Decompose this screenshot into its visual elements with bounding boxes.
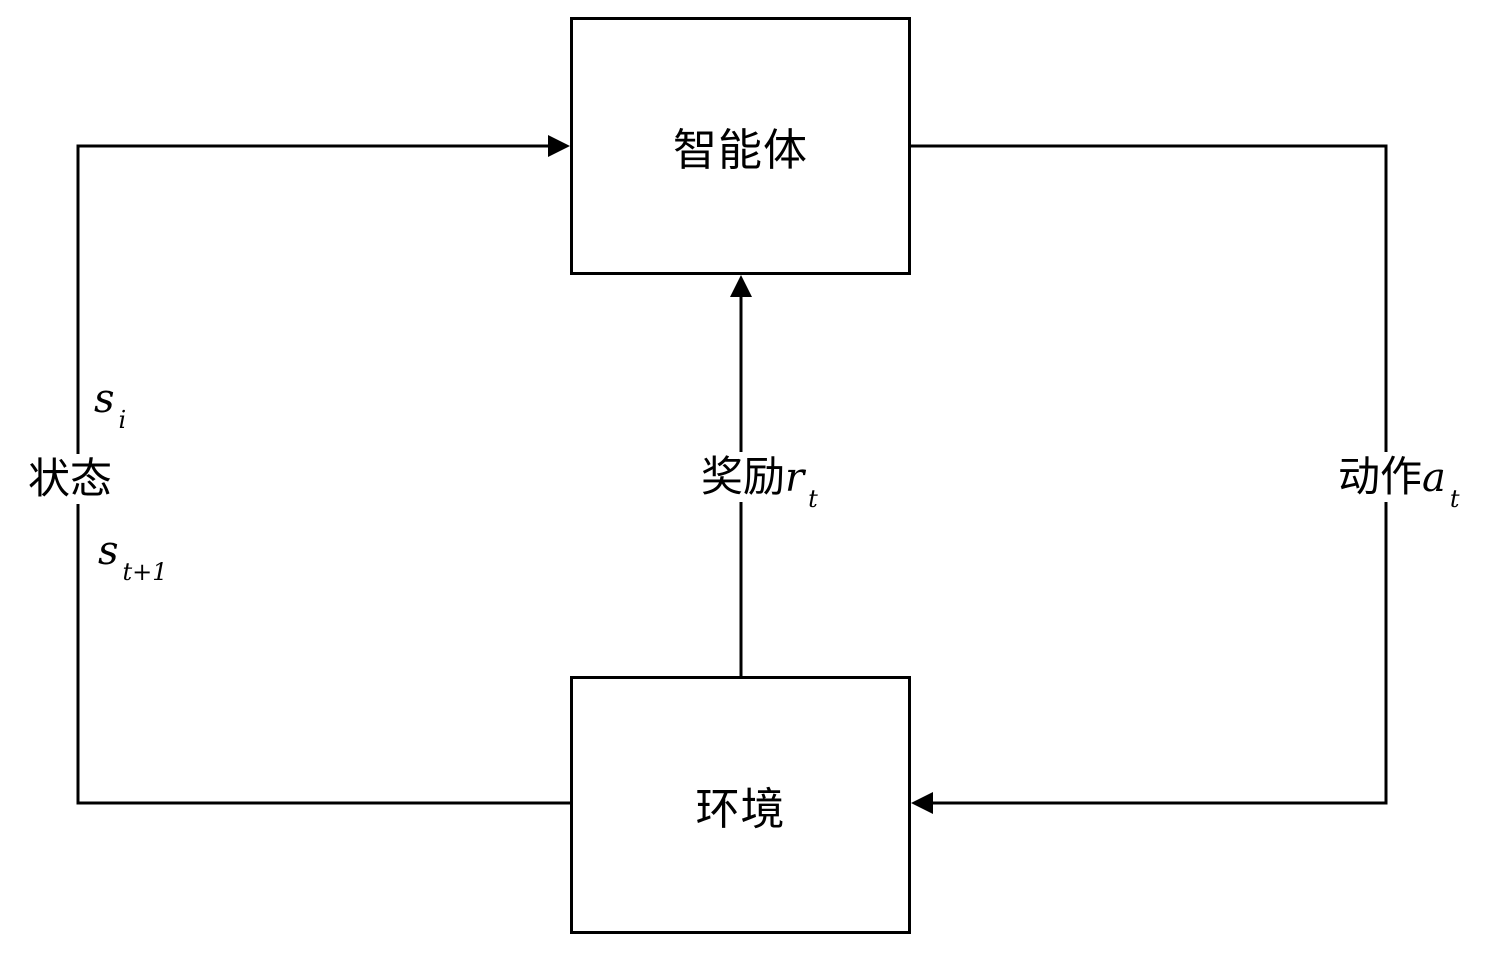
action-arrowhead — [911, 792, 933, 814]
state-next-letter: s — [98, 528, 119, 574]
action-subscript: t — [1449, 485, 1460, 513]
state-arrowhead — [548, 135, 570, 157]
reward-arrowhead — [730, 275, 752, 297]
action-label-text: 动作 — [1338, 452, 1423, 501]
reward-label-text: 奖励 — [701, 452, 786, 501]
action-connector — [911, 144, 1388, 805]
agent-node: 智能体 — [570, 17, 911, 275]
environment-label: 环境 — [695, 784, 786, 835]
state-connector — [76, 144, 570, 805]
state-edge-label: 状态 — [26, 454, 115, 504]
environment-node: 环境 — [570, 676, 911, 934]
state-next-subscript: t+1 — [122, 558, 168, 586]
state-label-text: 状态 — [28, 454, 113, 503]
state-current-subscript: i — [118, 406, 127, 434]
action-symbol: a — [1422, 455, 1446, 501]
reward-symbol: r — [785, 455, 805, 501]
reward-subscript: t — [808, 485, 818, 513]
state-current-letter: s — [94, 376, 115, 422]
agent-label: 智能体 — [673, 125, 808, 176]
